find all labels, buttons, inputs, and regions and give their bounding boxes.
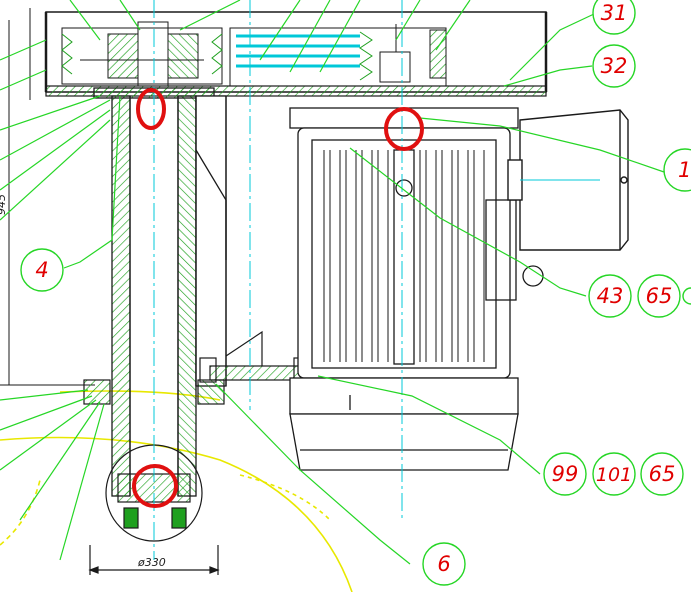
highlight-shaft-top bbox=[136, 88, 166, 130]
balloon-99: 99 bbox=[552, 462, 579, 486]
balloon-31: 31 bbox=[601, 1, 628, 25]
left-pulley bbox=[61, 21, 223, 87]
balloon-43: 43 bbox=[597, 284, 624, 308]
balloon-65-lower: 65 bbox=[649, 462, 676, 486]
balloon-4: 4 bbox=[35, 258, 48, 282]
height-dimension-label: 945 bbox=[0, 194, 8, 215]
balloon-6: 6 bbox=[437, 552, 450, 576]
leader-lines bbox=[0, 0, 665, 565]
balloon-circles bbox=[20, 0, 691, 586]
highlight-motor-top bbox=[384, 107, 424, 151]
vertical-column bbox=[93, 87, 227, 497]
right-pulley bbox=[229, 24, 447, 87]
diameter-dimension-label: ø330 bbox=[137, 556, 166, 569]
height-dimension bbox=[0, 8, 95, 386]
balloon-101: 101 bbox=[596, 464, 632, 486]
highlight-shaft-bottom bbox=[132, 464, 178, 508]
balloon-32: 32 bbox=[601, 54, 628, 78]
balloon-65-upper: 65 bbox=[646, 284, 673, 308]
highlight-markers bbox=[132, 88, 424, 508]
electric-motor bbox=[289, 107, 544, 471]
balloon-10: 10 bbox=[678, 158, 691, 182]
